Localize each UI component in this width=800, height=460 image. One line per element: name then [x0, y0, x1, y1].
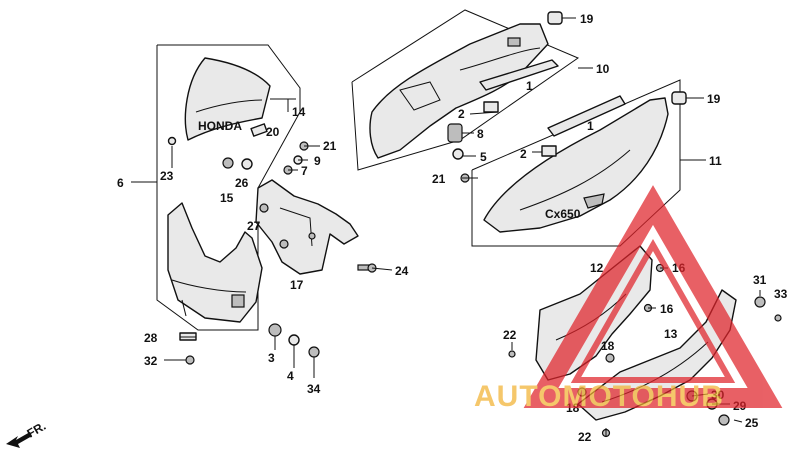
callout-8: 8 [477, 127, 484, 141]
callout-21-lower: 21 [432, 172, 446, 186]
stripe-decal-lower[interactable] [547, 95, 626, 137]
callout-32: 32 [144, 354, 158, 368]
callout-23: 23 [160, 169, 174, 183]
callout-12: 12 [590, 261, 604, 275]
callout-22-lower: 22 [578, 430, 592, 444]
callout-6: 6 [117, 176, 124, 190]
callout-10: 10 [596, 62, 610, 76]
cowl-decal-text: Cx650 [545, 207, 581, 221]
windscreen[interactable]: HONDA [184, 57, 271, 141]
emblem-2-lower[interactable] [541, 145, 557, 157]
grommet-26[interactable] [241, 158, 253, 170]
collar-4[interactable] [288, 334, 300, 346]
cap-19-right[interactable] [671, 91, 687, 105]
cap-19-top[interactable] [547, 11, 563, 25]
callout-34: 34 [307, 382, 321, 396]
callout-25: 25 [745, 416, 759, 430]
screw-33[interactable] [774, 314, 782, 322]
windscreen-brand-text: HONDA [198, 119, 242, 133]
screw-34[interactable] [308, 346, 320, 358]
callout-9: 9 [314, 154, 321, 168]
callout-11: 11 [709, 154, 722, 168]
watermark-text: AUTOMOTOHUB [474, 380, 724, 413]
callout-26: 26 [235, 176, 249, 190]
windscreen-bracket[interactable] [250, 123, 268, 137]
callout-31: 31 [753, 273, 767, 287]
callout-2-upper: 2 [458, 107, 465, 121]
callout-22-upper: 22 [503, 328, 517, 342]
grommet-3[interactable] [268, 323, 282, 337]
callout-20: 20 [266, 125, 280, 139]
callout-18-upper: 18 [601, 339, 615, 353]
emblem-2-upper[interactable] [483, 101, 499, 113]
screw-25[interactable] [718, 414, 730, 426]
callout-24: 24 [395, 264, 409, 278]
callout-19-right: 19 [707, 92, 721, 106]
callout-27: 27 [247, 219, 261, 233]
watermark-logo: AUTOMOTOHUB [474, 185, 783, 413]
upper-cowl[interactable] [167, 202, 263, 323]
upper-group-boundary [351, 9, 580, 171]
callout-1-upper: 1 [526, 79, 533, 93]
callout-4: 4 [287, 369, 294, 383]
callout-1-lower: 1 [587, 119, 594, 133]
callout-17: 17 [290, 278, 304, 292]
cowl-stay-bracket[interactable] [255, 179, 359, 275]
callout-16-lower: 16 [660, 302, 674, 316]
side-cowl-right[interactable]: Cx650 [483, 97, 669, 233]
callout-5: 5 [480, 150, 487, 164]
screw-22-upper[interactable] [508, 350, 516, 358]
nut-15[interactable] [222, 157, 234, 169]
callout-28: 28 [144, 331, 158, 345]
callout-2-lower: 2 [520, 147, 527, 161]
screw-31[interactable] [754, 296, 766, 308]
callout-19-top: 19 [580, 12, 594, 26]
stripe-decal-upper[interactable] [479, 59, 559, 91]
front-direction-arrow-icon: FR. [6, 419, 48, 448]
screw-23[interactable] [167, 136, 177, 146]
screw-32[interactable] [185, 355, 195, 365]
callout-3: 3 [268, 351, 275, 365]
spring-8[interactable] [447, 123, 463, 143]
callout-21-upper: 21 [323, 139, 337, 153]
callout-14: 14 [292, 105, 306, 119]
clip-18-upper[interactable] [605, 353, 615, 363]
callout-15: 15 [220, 191, 234, 205]
grommet-5[interactable] [452, 148, 464, 160]
callout-33: 33 [774, 287, 788, 301]
callout-13: 13 [664, 327, 678, 341]
callout-7: 7 [301, 164, 308, 178]
